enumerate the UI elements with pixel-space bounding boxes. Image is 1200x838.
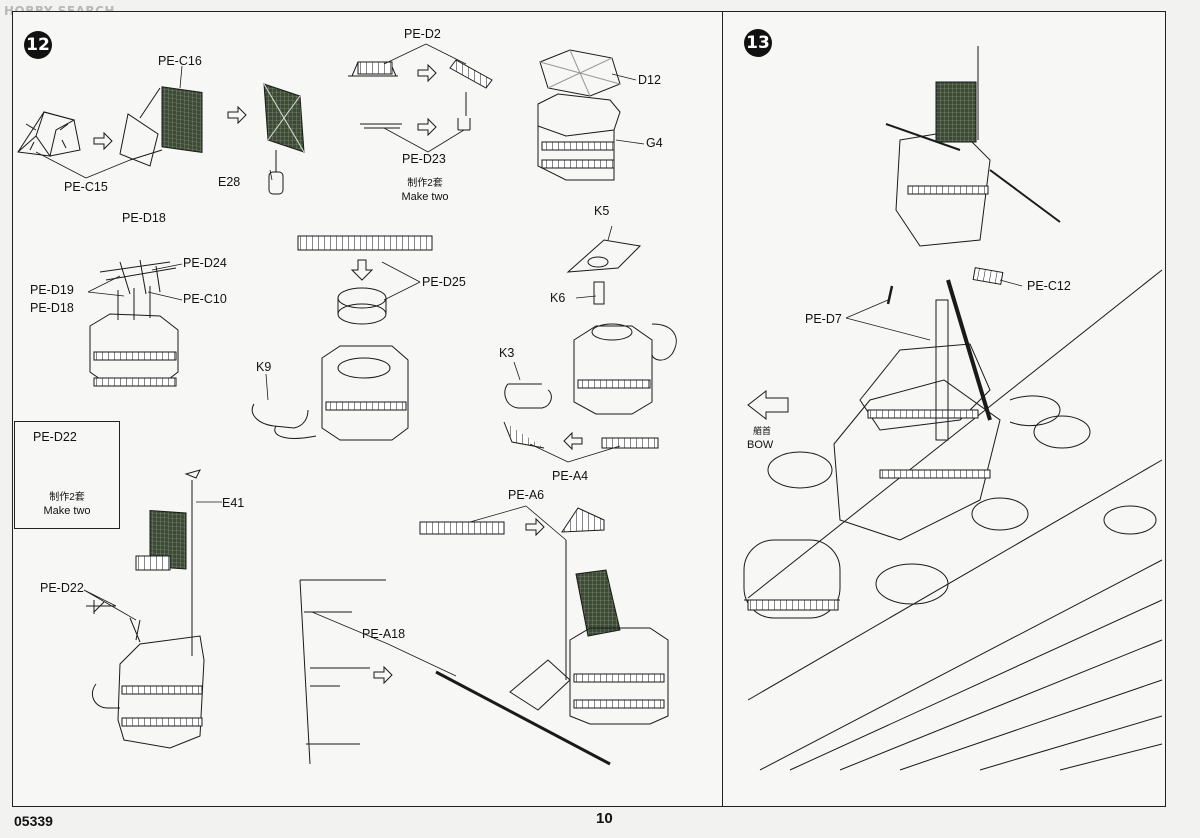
- superstructure-k3-k5-drawing: [503, 239, 677, 451]
- part-label-pe-a6: PE-A6: [508, 488, 545, 502]
- arrow-icon: [227, 105, 247, 125]
- part-label-pe-d18-top: PE-D18: [122, 211, 166, 225]
- inset-title: PE-D22: [33, 430, 77, 444]
- pe-d2-folded-drawing: [449, 59, 493, 116]
- pe-a18-installed-drawing: [435, 540, 669, 766]
- part-label-k5: K5: [594, 204, 610, 218]
- part-label-pe-d7: PE-D7: [805, 312, 842, 326]
- pe-d25-strip-drawing: [297, 235, 433, 251]
- arrow-icon: [417, 117, 437, 137]
- pe-d25-ring-drawing: [337, 287, 387, 325]
- arrow-icon: [525, 517, 545, 537]
- part-label-pe-d24: PE-D24: [183, 256, 227, 270]
- pe-a6-folded-drawing: [561, 507, 605, 533]
- arrow-icon: [93, 131, 113, 151]
- arrow-down-icon: [350, 259, 374, 281]
- part-label-pe-a4: PE-A4: [552, 469, 589, 483]
- part-label-pe-d23: PE-D23: [402, 152, 446, 166]
- arrow-icon: [373, 665, 393, 685]
- part-label-g4: G4: [646, 136, 663, 150]
- superstructure-e41-drawing: [86, 469, 205, 749]
- part-label-pe-c15: PE-C15: [64, 180, 108, 194]
- part-label-pe-d19: PE-D19: [30, 283, 74, 297]
- part-label-k9: K9: [256, 360, 272, 374]
- part-label-e28: E28: [218, 175, 241, 189]
- assembled-radar-drawing: [263, 83, 305, 195]
- superstructure-k9-drawing: [251, 345, 409, 441]
- step-number-12: 12: [24, 31, 52, 59]
- bow-label: BOW: [747, 439, 774, 451]
- part-label-k3: K3: [499, 346, 515, 360]
- part-label-pe-d2: PE-D2: [404, 27, 441, 41]
- part-label-d12: D12: [638, 73, 661, 87]
- superstructure-pe-d24-drawing: [89, 259, 179, 387]
- superstructure-d12-g4-drawing: [537, 49, 621, 181]
- part-label-pe-c10: PE-C10: [183, 292, 227, 306]
- leader-lines: [35, 43, 1023, 677]
- pe-c15-frame-drawing: [17, 111, 81, 158]
- part-label-e41: E41: [222, 496, 245, 510]
- bow-arrow-icon: [747, 389, 789, 421]
- make-two-note: Make two: [401, 191, 449, 203]
- part-label-pe-c16: PE-C16: [158, 54, 202, 68]
- pe-a6-strip-drawing: [419, 521, 505, 535]
- ship-superstructure-drawing: [833, 46, 1061, 541]
- pe-d22-inset-box: PE-D22 制作2套 Make two: [14, 421, 120, 529]
- ship-deck-drawing: [743, 269, 1163, 771]
- pe-c16-frame-drawing: [119, 86, 203, 167]
- pe-d23-drawing: [360, 123, 402, 129]
- part-label-pe-a18: PE-A18: [362, 627, 406, 641]
- inset-make-two-cn: 制作2套: [49, 492, 85, 503]
- part-label-pe-d22: PE-D22: [40, 581, 84, 595]
- part-label-pe-c12: PE-C12: [1027, 279, 1071, 293]
- product-code: 05339: [14, 813, 53, 829]
- pe-d23-folded-drawing: [457, 118, 471, 131]
- part-label-pe-d25: PE-D25: [422, 275, 466, 289]
- make-two-cn-note: 制作2套: [407, 178, 443, 189]
- bow-cn-label: 艏首: [752, 426, 771, 436]
- arrow-icon: [417, 63, 437, 83]
- pe-d2-drawing: [348, 61, 398, 77]
- part-label-pe-d18: PE-D18: [30, 301, 74, 315]
- inset-make-two: Make two: [43, 505, 91, 517]
- part-label-k6: K6: [550, 291, 566, 305]
- page-number: 10: [596, 810, 613, 827]
- pe-a18-mast-drawing: [299, 579, 386, 765]
- step-number-13: 13: [744, 29, 772, 57]
